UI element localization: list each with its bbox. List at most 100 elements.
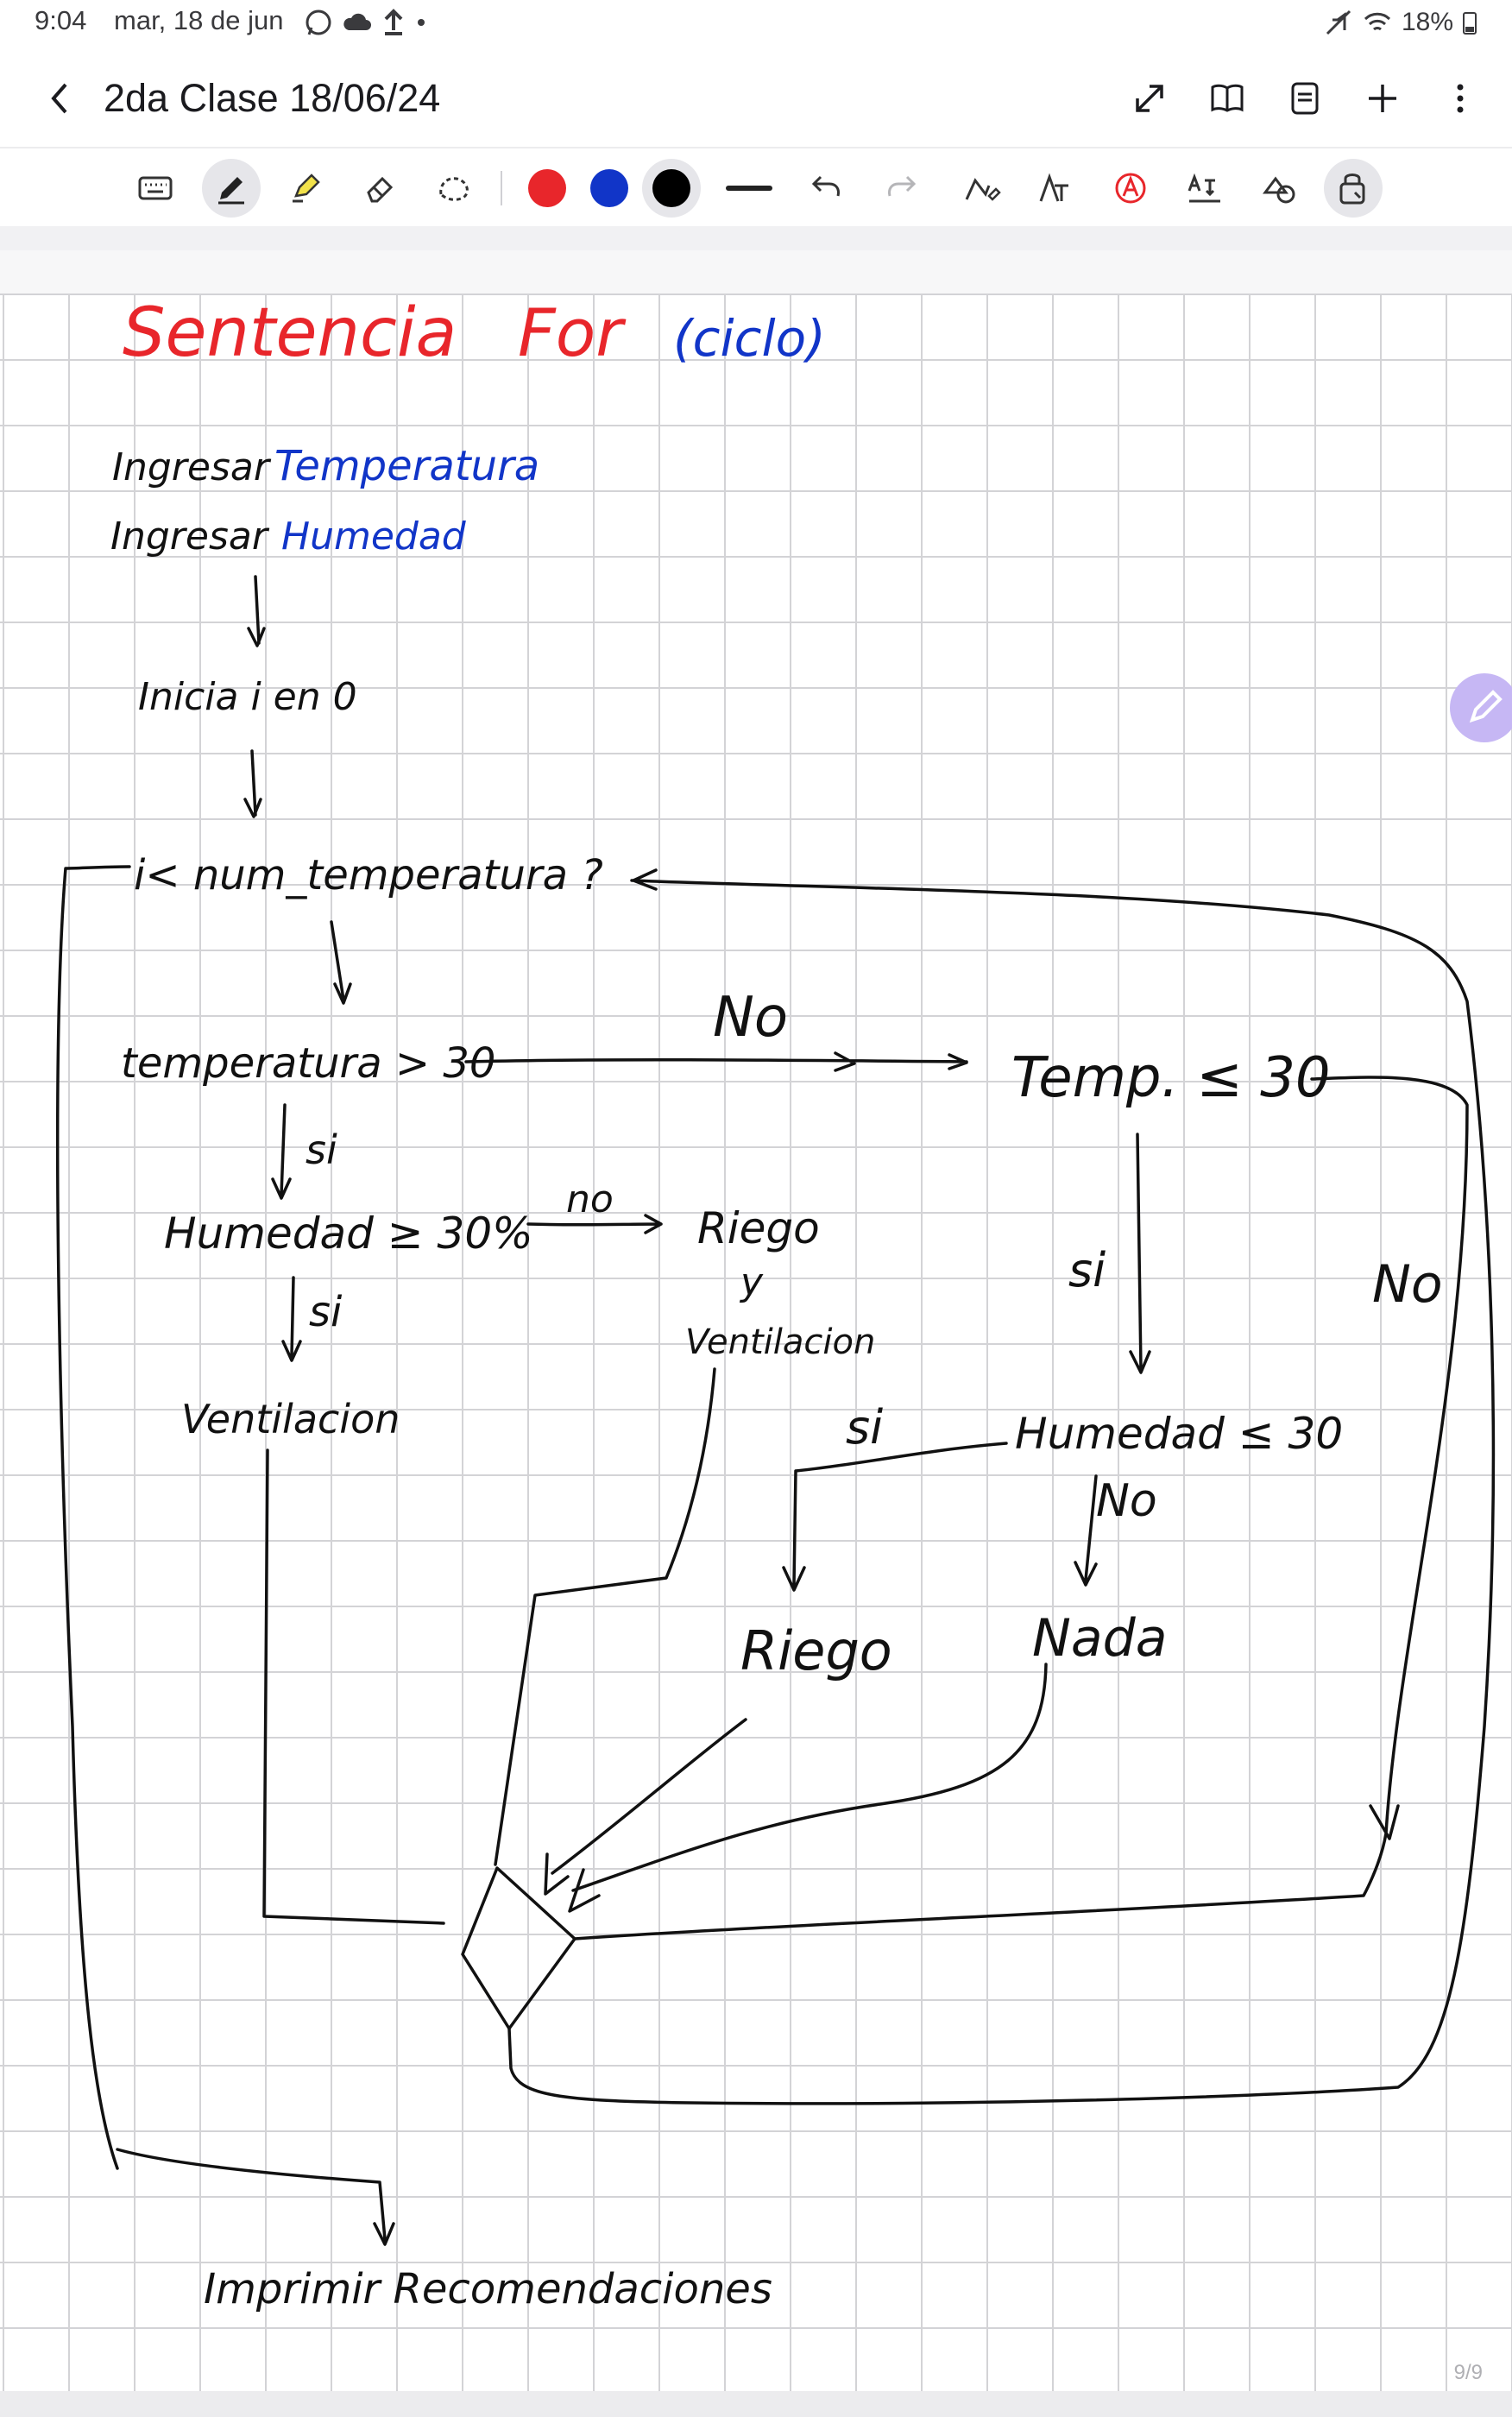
cond-hum-le-text: Humedad ≤ 30 bbox=[1015, 1409, 1343, 1459]
wifi-icon bbox=[1364, 12, 1391, 31]
lock-tool[interactable] bbox=[1324, 159, 1383, 218]
line-thickness-icon bbox=[726, 186, 772, 191]
riego-vent-y-text: y bbox=[739, 1260, 764, 1304]
add-button[interactable] bbox=[1357, 73, 1408, 124]
label-si-4: si bbox=[846, 1400, 883, 1455]
arrow-riego-vent-to-join bbox=[494, 1367, 716, 1866]
pen-icon bbox=[218, 177, 244, 205]
redo-icon bbox=[888, 175, 917, 197]
color-blue-swatch[interactable] bbox=[590, 169, 628, 207]
color-black-swatch-selected[interactable] bbox=[642, 159, 701, 218]
label-no-3: No bbox=[1096, 1475, 1157, 1527]
arrow-hum-no bbox=[526, 1214, 663, 1234]
arrow-loop-to-temp bbox=[330, 920, 352, 1005]
shapes-tool[interactable] bbox=[1250, 159, 1308, 218]
page-counter: 9/9 bbox=[1453, 2361, 1483, 2384]
title-bar: 2da Clase 18/06/24 bbox=[0, 60, 1512, 138]
color-black-swatch bbox=[652, 169, 690, 207]
shape-icon bbox=[965, 178, 1001, 201]
highlighter-tool[interactable] bbox=[276, 159, 335, 218]
arrow-templ-si bbox=[1129, 1133, 1151, 1374]
arrow-vent-to-join bbox=[262, 1448, 445, 1925]
more-button[interactable] bbox=[1434, 73, 1486, 124]
label-no-top: No bbox=[713, 986, 788, 1050]
input-hum-label: Ingresar bbox=[110, 514, 270, 558]
back-button[interactable] bbox=[35, 73, 86, 124]
loop-back-line bbox=[507, 868, 1496, 2105]
status-time: 9:04 bbox=[35, 5, 87, 35]
spell-icon bbox=[1115, 173, 1146, 204]
arrow-hum2-si bbox=[782, 1442, 1008, 1592]
title-for-text: For bbox=[518, 294, 627, 371]
lock-icon bbox=[1339, 174, 1365, 205]
text-tool[interactable] bbox=[1027, 159, 1086, 218]
eraser-icon bbox=[367, 176, 394, 203]
action-riego-text: Riego bbox=[740, 1619, 892, 1682]
shape-recognition-tool[interactable] bbox=[953, 159, 1011, 218]
undo-button[interactable] bbox=[797, 159, 856, 218]
status-bar: 9:04 mar, 18 de jun 18% bbox=[0, 0, 1512, 45]
back-icon bbox=[51, 83, 67, 114]
battery-percent: 18% bbox=[1401, 8, 1453, 36]
riego-vent-2-text: Ventilacion bbox=[685, 1322, 875, 1362]
keyboard-icon bbox=[138, 176, 173, 200]
note-title[interactable]: 2da Clase 18/06/24 bbox=[104, 76, 441, 120]
grid-paper-page[interactable] bbox=[0, 293, 1512, 2391]
title-red-text: Sentencia bbox=[123, 294, 457, 372]
final-output-text: Imprimir Recomendaciones bbox=[204, 2265, 772, 2313]
dot-icon bbox=[418, 19, 425, 26]
keyboard-tool[interactable] bbox=[126, 159, 185, 218]
label-no-2: no bbox=[566, 1177, 614, 1221]
book-view-button[interactable] bbox=[1201, 73, 1253, 124]
expand-button[interactable] bbox=[1124, 73, 1175, 124]
action-nada-text: Nada bbox=[1032, 1608, 1168, 1669]
pencil-icon bbox=[1469, 690, 1503, 723]
arrow-inputs-to-init bbox=[247, 575, 266, 647]
label-si-2: si bbox=[309, 1288, 343, 1336]
input-temp-label: Ingresar bbox=[112, 445, 272, 489]
arrow-riego-to-join bbox=[544, 1718, 747, 1896]
init-text: Inicia i en 0 bbox=[138, 675, 357, 719]
input-hum-var: Humedad bbox=[281, 514, 467, 558]
undo-icon bbox=[811, 175, 840, 197]
loop-exit-line bbox=[55, 865, 395, 2246]
mute-icon bbox=[1326, 9, 1351, 35]
book-icon bbox=[1211, 84, 1244, 112]
arrow-hum-si bbox=[281, 1276, 302, 1362]
toolbar-divider bbox=[501, 171, 502, 205]
redo-button[interactable] bbox=[872, 159, 930, 218]
thickness-tool[interactable] bbox=[720, 159, 778, 218]
flow-arrows bbox=[55, 575, 1496, 2246]
arrow-templ-no-to-join bbox=[573, 1076, 1469, 1941]
action-vent-text: Ventilacion bbox=[181, 1396, 400, 1442]
page-list-button[interactable] bbox=[1279, 73, 1331, 124]
text-extract-icon bbox=[1188, 173, 1220, 203]
upload-icon bbox=[384, 9, 403, 35]
text-extract-tool[interactable] bbox=[1175, 159, 1234, 218]
join-diamond bbox=[461, 1866, 576, 2030]
add-icon bbox=[1369, 85, 1396, 112]
title-ciclo-text: (ciclo) bbox=[673, 309, 826, 368]
label-si-1: si bbox=[306, 1126, 337, 1173]
riego-vent-text: Riego bbox=[697, 1203, 820, 1253]
cloud-icon bbox=[343, 13, 371, 30]
bottom-bar bbox=[0, 2391, 1512, 2417]
color-red-swatch[interactable] bbox=[528, 169, 566, 207]
input-temp-var: Temperatura bbox=[274, 442, 539, 490]
label-no-right: No bbox=[1372, 1254, 1443, 1315]
cond-temp-gt-text: temperatura > 30 bbox=[121, 1039, 495, 1088]
drawing-toolbar bbox=[0, 147, 1512, 228]
more-icon bbox=[1457, 84, 1464, 113]
page-icon bbox=[1291, 82, 1319, 115]
pen-tool[interactable] bbox=[202, 159, 261, 218]
arrow-nada-to-join bbox=[568, 1663, 1048, 1913]
lasso-shape-icon bbox=[1263, 176, 1295, 204]
spell-tool[interactable] bbox=[1101, 159, 1160, 218]
arrow-init-to-loop bbox=[243, 749, 262, 818]
floating-pen-button[interactable] bbox=[1450, 673, 1512, 742]
whatsapp-icon bbox=[306, 9, 331, 35]
eraser-tool[interactable] bbox=[350, 159, 409, 218]
text-icon bbox=[1039, 173, 1068, 202]
label-si-3: si bbox=[1068, 1243, 1106, 1297]
